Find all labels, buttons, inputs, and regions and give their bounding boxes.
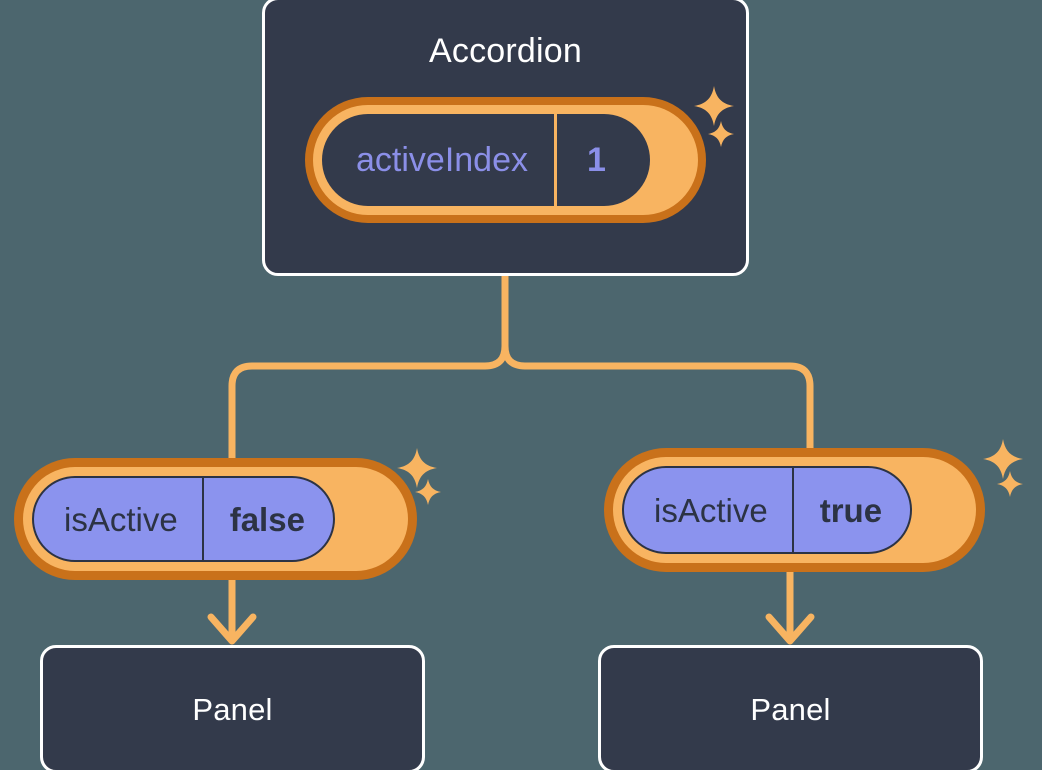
accordion-card-title: Accordion <box>429 32 582 70</box>
is-active-true-key: isActive <box>654 491 768 529</box>
sparkle-icon-right-large <box>983 439 1023 479</box>
connector-tree-path <box>228 272 509 462</box>
active-index-value: 1 <box>554 114 650 206</box>
is-active-false-prop-pill[interactable]: isActive false <box>14 458 417 580</box>
is-active-false-value: false <box>201 478 333 560</box>
active-index-state-pill[interactable]: activeIndex 1 <box>305 97 706 223</box>
is-active-false-key: isActive <box>64 500 178 538</box>
is-active-true-value: true <box>791 468 910 552</box>
active-index-key: activeIndex <box>356 141 528 179</box>
arrow-right-panel-head <box>765 613 815 645</box>
panel-right-title: Panel <box>750 691 831 727</box>
sparkle-icon-left-small <box>415 479 441 505</box>
arrow-left-panel-head <box>207 613 257 645</box>
panel-left-title: Panel <box>192 691 273 727</box>
sparkle-icon-right-small <box>997 471 1023 497</box>
panel-left-card[interactable]: Panel <box>40 645 425 770</box>
connector-tree-path-right <box>501 272 814 452</box>
panel-right-card[interactable]: Panel <box>598 645 983 770</box>
is-active-true-prop-pill[interactable]: isActive true <box>604 448 985 572</box>
